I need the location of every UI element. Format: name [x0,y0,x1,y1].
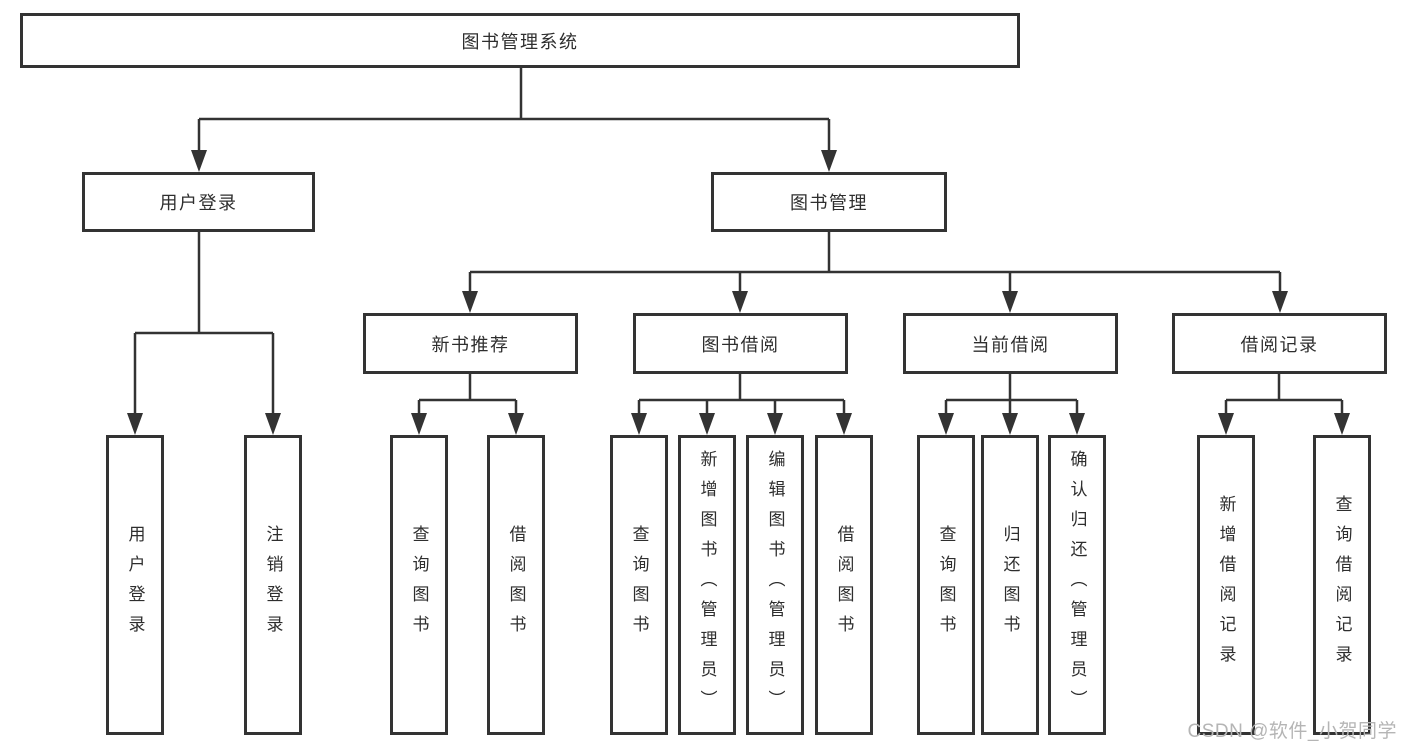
node-label: 新增借阅记录 [1216,495,1236,675]
leaf-query-books-current: 查询图书 [917,435,975,735]
leaf-confirm-return-admin: 确认归还（管理员） [1048,435,1106,735]
node-label: 借阅记录 [1240,334,1319,355]
node-library-management-system: 图书管理系统 [20,13,1020,68]
leaf-edit-books-admin: 编辑图书（管理员） [746,435,804,735]
node-label: 确认归还（管理员） [1067,450,1087,720]
node-label: 图书管理 [790,193,868,213]
leaf-logout: 注销登录 [244,435,302,735]
node-label: 借阅图书 [506,525,526,645]
node-label: 借阅图书 [834,525,854,645]
node-label: 查询图书 [409,525,429,645]
node-label: 查询借阅记录 [1332,495,1352,675]
leaf-user-login: 用户登录 [106,435,164,735]
node-borrowing-records: 借阅记录 [1172,313,1387,374]
node-label: 图书管理系统 [461,31,579,52]
leaf-borrow-books-borrowing: 借阅图书 [815,435,873,735]
node-book-borrowing: 图书借阅 [633,313,848,374]
leaf-query-books-borrowing: 查询图书 [610,435,668,735]
node-label: 用户登录 [159,193,238,213]
leaf-return-books: 归还图书 [981,435,1039,735]
node-label: 编辑图书（管理员） [765,450,785,720]
node-user-login-module: 用户登录 [82,172,315,232]
node-book-management-module: 图书管理 [711,172,947,232]
node-current-borrowing: 当前借阅 [903,313,1118,374]
leaf-query-borrow-record: 查询借阅记录 [1313,435,1371,735]
node-label: 归还图书 [1000,525,1020,645]
node-label: 图书借阅 [701,334,780,355]
node-new-book-recommendation: 新书推荐 [363,313,578,374]
node-label: 用户登录 [125,525,145,645]
node-label: 当前借阅 [971,334,1050,355]
leaf-add-books-admin: 新增图书（管理员） [678,435,736,735]
csdn-watermark: CSDN @软件_小贺同学 [1187,721,1397,742]
node-label: 新增图书（管理员） [697,450,717,720]
node-label: 注销登录 [263,525,283,645]
node-label: 查询图书 [629,525,649,645]
node-label: 新书推荐 [431,334,510,355]
node-label: 查询图书 [936,525,956,645]
leaf-add-borrow-record: 新增借阅记录 [1197,435,1255,735]
leaf-query-books-recommend: 查询图书 [390,435,448,735]
leaf-borrow-books-recommend: 借阅图书 [487,435,545,735]
